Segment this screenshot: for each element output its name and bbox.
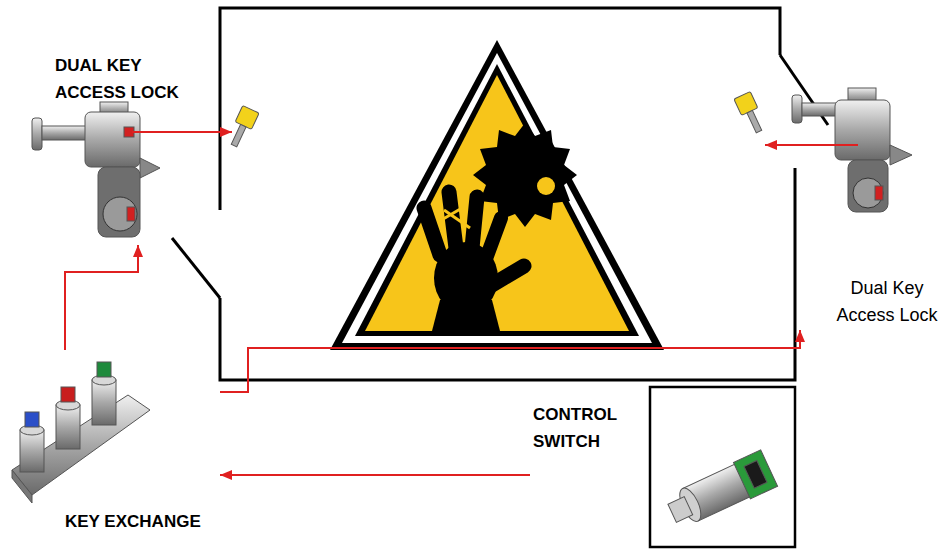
- contact-block: [733, 450, 777, 499]
- key-release-arrow: [132, 131, 232, 133]
- interlock-connector: [65, 245, 138, 350]
- lock-fin: [890, 145, 912, 165]
- sign-border: [355, 64, 639, 336]
- node-label: CONTROL SWITCH: [533, 401, 633, 455]
- key-barrel: [20, 430, 44, 472]
- lock-body: [85, 112, 140, 167]
- saw-blade: [473, 123, 577, 227]
- key-exchange-device: [12, 362, 150, 503]
- exchange-base: [12, 395, 150, 495]
- control-panel-box: [650, 387, 795, 547]
- key-exchange-node: KEY EXCHANGE: [5, 350, 220, 535]
- node-label: Dual Key Access Lock: [833, 275, 941, 329]
- control-switch-node: CONTROL SWITCH: [530, 385, 795, 548]
- lock-knob: [32, 118, 42, 150]
- control-switch-device: [664, 450, 778, 531]
- exchange-base: [12, 470, 32, 503]
- key-head: [668, 497, 693, 523]
- key-head: [97, 362, 111, 377]
- guard-door: [172, 238, 220, 298]
- wrist: [432, 300, 500, 331]
- key-blade: [231, 124, 246, 146]
- access-key: [226, 106, 259, 150]
- key-barrel: [56, 405, 80, 449]
- key-indicator: [875, 186, 883, 200]
- key-head: [61, 387, 75, 402]
- cut-mark: [444, 210, 470, 228]
- access-lock-device: [792, 88, 912, 212]
- key-head: [25, 412, 39, 427]
- sign-field: [365, 75, 629, 331]
- lock-fin: [140, 158, 160, 178]
- key-barrel: [92, 380, 116, 425]
- finger: [449, 192, 456, 248]
- access-lock-node: DUAL KEY ACCESS LOCK: [20, 50, 190, 245]
- finger: [424, 208, 440, 255]
- lock-bolt: [42, 126, 87, 140]
- access-lock-node: Dual Key Access Lock: [785, 80, 943, 330]
- lock-lower-body: [98, 167, 140, 237]
- lock-body: [835, 100, 890, 160]
- hazard-sign: [330, 40, 664, 350]
- finger: [487, 218, 501, 256]
- lock-bolt: [802, 103, 837, 116]
- key-blade: [747, 110, 762, 132]
- lock-knob: [792, 95, 802, 123]
- interlock-connector: [220, 330, 800, 392]
- contact-block: [744, 461, 767, 489]
- interlock-connector: [220, 474, 530, 476]
- key-indicator: [127, 207, 135, 221]
- node-label: KEY EXCHANGE: [65, 508, 220, 535]
- key-release-arrow: [765, 144, 858, 146]
- node-label: DUAL KEY ACCESS LOCK: [55, 52, 195, 106]
- lock-lower-body: [848, 160, 888, 212]
- finger: [472, 197, 477, 248]
- key-head: [235, 106, 259, 130]
- key-head: [734, 92, 758, 116]
- access-key: [734, 92, 767, 136]
- blade-hub: [537, 177, 555, 195]
- key-barrel: [853, 178, 883, 208]
- sign-border: [330, 40, 664, 350]
- sign-border: [342, 53, 652, 343]
- guard-enclosure: [172, 8, 828, 380]
- key-barrel: [103, 197, 137, 231]
- access-lock-device: [32, 102, 160, 237]
